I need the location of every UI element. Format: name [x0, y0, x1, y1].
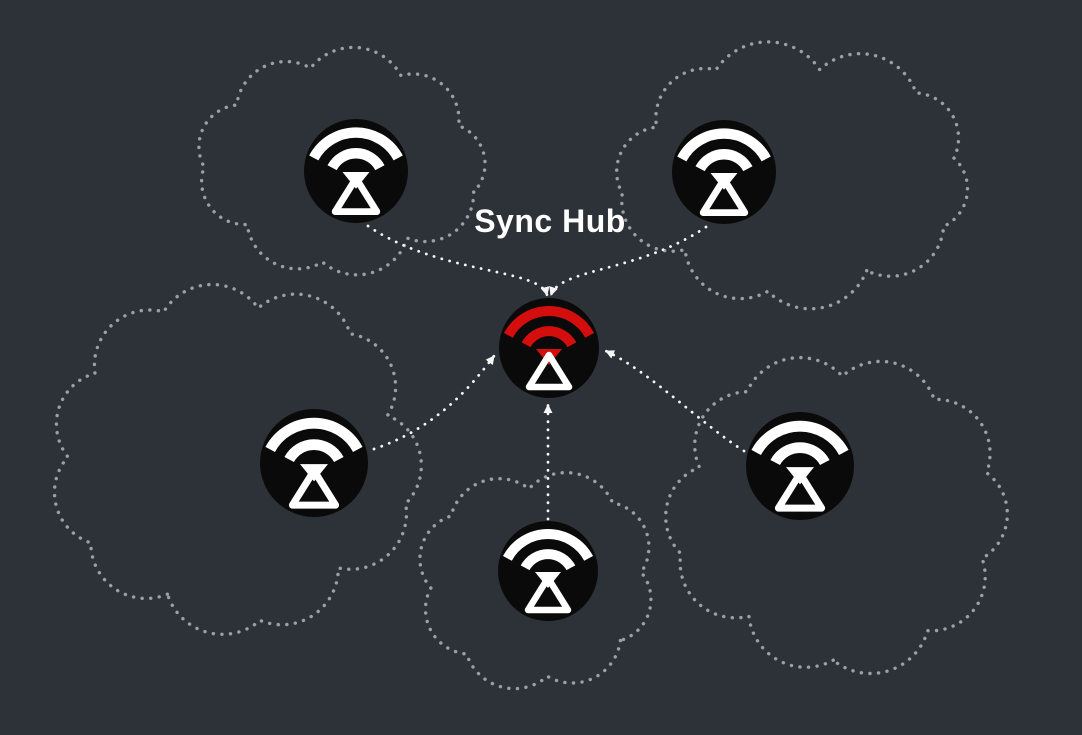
sync-triangle-icon [331, 174, 381, 215]
sync-arrow-device-right [604, 349, 746, 453]
cloud-mid-left [52, 282, 424, 636]
wifi-arc-outer-icon [677, 128, 771, 162]
device-top-left [304, 119, 408, 223]
wifi-arc-inner-icon [521, 326, 577, 348]
sync-triangle-icon [774, 470, 826, 512]
cloud-right [664, 355, 1010, 676]
cloud-bottom [418, 470, 653, 691]
device-right [746, 412, 854, 520]
wifi-arc-outer-icon [751, 420, 849, 456]
sync-arrow-device-top-left [366, 224, 550, 297]
wifi-arc-outer-icon [265, 417, 363, 453]
device-top-right [672, 120, 776, 224]
device-bottom [498, 521, 598, 621]
sync-triangle-icon [525, 351, 573, 391]
wifi-arc-outer-icon [502, 529, 594, 561]
sync-triangle-icon [699, 175, 749, 216]
wifi-arc-inner-icon [770, 442, 830, 466]
wifi-arc-inner-icon [284, 439, 344, 463]
cloud-top-right [614, 40, 970, 311]
wifi-arc-outer-icon [503, 306, 595, 338]
wifi-arc-outer-icon [309, 127, 403, 161]
wifi-arc-inner-icon [327, 148, 385, 171]
sync-arrow-device-mid-left [372, 354, 496, 451]
sync-triangle-icon [524, 574, 572, 614]
sync-triangle-icon [288, 467, 340, 509]
wifi-arc-inner-icon [520, 549, 576, 571]
diagram-title: Sync Hub [474, 203, 626, 239]
device-mid-left [260, 409, 368, 517]
wifi-arc-inner-icon [695, 149, 753, 172]
sync-hub-node [499, 298, 599, 398]
sync-arrow-device-top-right [549, 225, 708, 297]
